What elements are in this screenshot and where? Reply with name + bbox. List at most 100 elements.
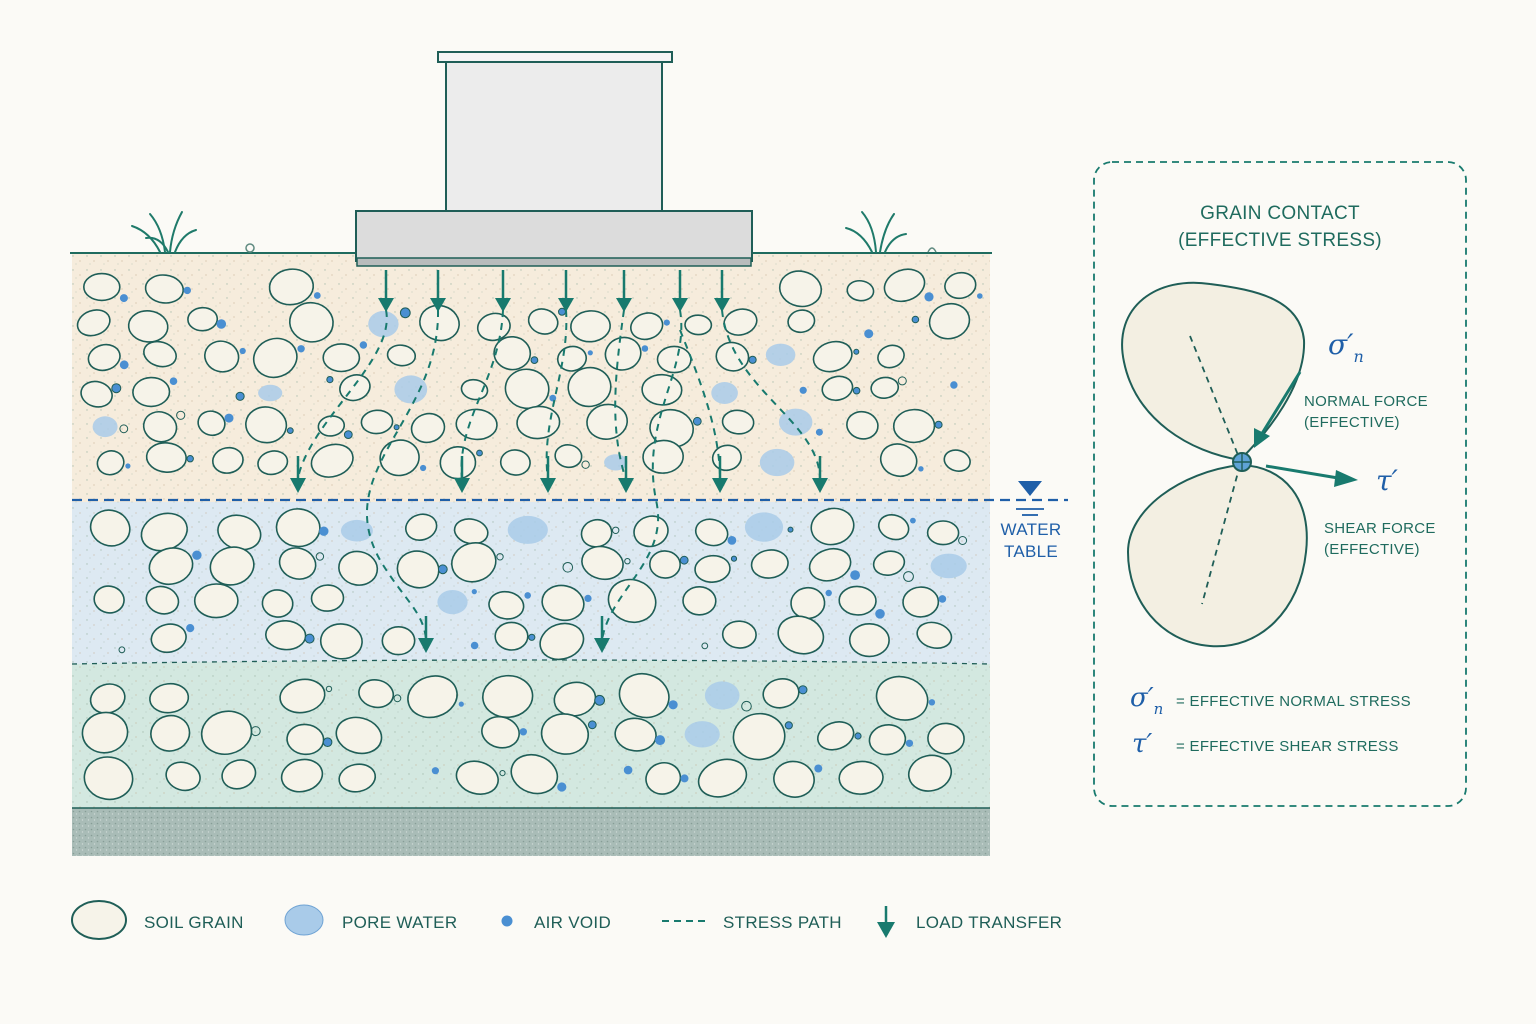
definition-tau-symbol: τ′ <box>1132 729 1152 759</box>
pore-water <box>507 515 548 544</box>
footing <box>355 210 753 262</box>
soil-grain <box>630 312 664 341</box>
building-foundation <box>355 51 753 267</box>
soil-grain <box>750 549 789 579</box>
soil-grain <box>493 335 532 371</box>
air-void <box>825 589 832 597</box>
air-void <box>594 694 605 706</box>
air-void <box>799 386 807 394</box>
stress-path-line <box>679 329 721 481</box>
soil-grain <box>527 308 559 335</box>
definition-tau-text: = EFFECTIVE SHEAR STRESS <box>1176 738 1399 755</box>
soil-grain <box>83 756 134 801</box>
legend-label: AIR VOID <box>534 913 611 932</box>
soil-grain <box>80 380 113 408</box>
soil-grain <box>715 341 750 372</box>
soil-grain <box>943 449 971 472</box>
air-void <box>668 700 678 710</box>
pore-water <box>765 343 796 366</box>
pebble <box>927 247 937 253</box>
soil-grain <box>338 763 377 793</box>
soil-grain <box>787 309 816 334</box>
load-arrowhead <box>714 298 730 312</box>
soil-grain <box>252 337 298 379</box>
load-arrowhead <box>378 298 394 312</box>
pore-water <box>930 553 967 579</box>
soil-grain <box>883 268 926 303</box>
load-arrowhead <box>812 478 828 493</box>
air-void <box>431 767 439 775</box>
soil-grain <box>868 724 907 756</box>
soil-grain <box>697 758 748 798</box>
air-void <box>183 286 191 295</box>
air-void <box>787 526 794 533</box>
soil-grain <box>838 760 884 795</box>
definition-sigma-symbol: σ′n <box>1130 683 1163 718</box>
air-void <box>655 735 666 746</box>
upper-soil-grain <box>1121 281 1306 462</box>
soil-grain <box>879 443 918 478</box>
soil-grain <box>245 406 288 444</box>
soil-grain <box>649 550 681 579</box>
pore-water <box>744 512 784 542</box>
air-void <box>470 641 479 650</box>
soil-grain <box>482 674 534 719</box>
air-void <box>325 685 333 693</box>
air-void <box>562 562 574 573</box>
legend-item-load-transfer: LOAD TRANSFER <box>877 906 1062 938</box>
air-void <box>528 633 536 641</box>
soil-grain <box>540 713 590 755</box>
load-arrowhead <box>495 298 511 312</box>
air-void <box>679 555 689 565</box>
definition-sigma-text: = EFFECTIVE NORMAL STRESS <box>1176 693 1411 710</box>
air-void <box>216 319 227 329</box>
air-void <box>623 765 633 775</box>
air-void <box>918 466 924 472</box>
soil-grain <box>89 509 131 547</box>
soil-grain <box>83 272 121 302</box>
soil-grain <box>204 340 240 373</box>
soil-grain <box>539 622 585 661</box>
water-table-label-line2: TABLE <box>1004 542 1058 561</box>
air-void <box>343 430 353 440</box>
soil-grain <box>143 340 177 368</box>
soil-grain <box>410 412 446 444</box>
soil-grain <box>145 442 187 473</box>
air-void <box>322 737 333 748</box>
air-void <box>934 420 943 429</box>
soil-grain <box>278 547 317 580</box>
load-arrowhead <box>618 478 634 493</box>
stress-path-line <box>614 309 627 481</box>
soil-grain <box>902 586 940 618</box>
column-cap <box>437 51 673 63</box>
soil-grain <box>360 409 394 435</box>
soil-grain <box>607 578 657 624</box>
load-arrowhead <box>430 298 446 312</box>
air-void <box>814 764 823 773</box>
normal-force-label-line1: NORMAL FORCE <box>1304 393 1428 410</box>
air-void <box>584 594 592 603</box>
soil-grain <box>808 547 852 582</box>
air-void <box>519 728 527 736</box>
air-void <box>897 376 907 386</box>
soil-grain-icon <box>71 900 127 940</box>
soil-grain <box>322 343 361 373</box>
grain-axis-upper <box>1189 335 1241 461</box>
air-void <box>581 460 590 469</box>
soil-grain <box>89 683 126 714</box>
air-void <box>558 307 566 316</box>
air-void <box>286 427 294 435</box>
air-void <box>612 526 620 534</box>
water-table-label-line1: WATER <box>1001 520 1062 539</box>
soil-grain <box>150 714 191 752</box>
shear-force-label-line1: SHEAR FORCE <box>1324 520 1436 537</box>
soil-grain <box>604 336 642 371</box>
soil-particles <box>76 268 983 801</box>
soil-grain <box>386 344 417 367</box>
air-void <box>437 564 448 575</box>
air-void <box>903 571 914 582</box>
pore-water <box>258 384 283 402</box>
legend-item-soil-grain: SOIL GRAIN <box>71 900 243 940</box>
load-arrowhead <box>594 638 610 653</box>
